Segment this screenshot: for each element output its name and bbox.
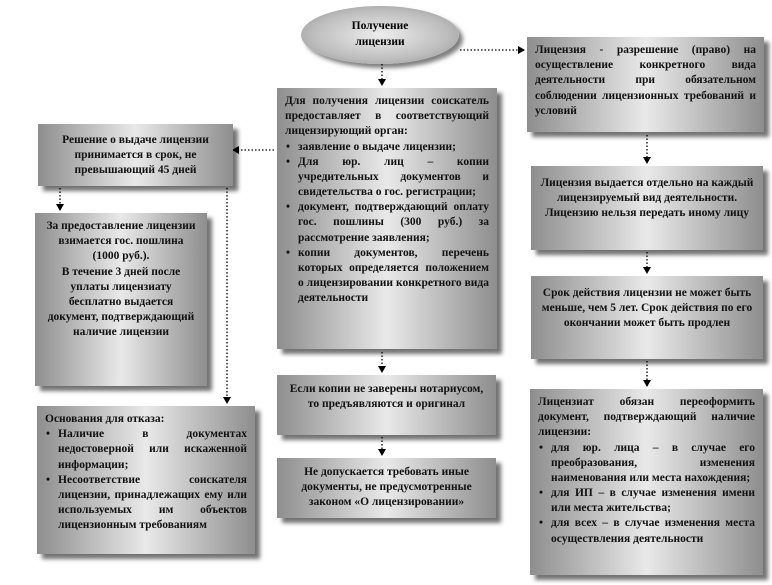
separate-text: Лицензия выдается отдельно на каждый лиц… [540, 177, 754, 220]
refusal-intro: Основания для отказа: [45, 413, 165, 425]
decision-box: Решение о выдаче лицензии принимается в … [38, 124, 233, 186]
reissue-intro: Лицензиат обязан переоформить документ, … [538, 396, 755, 439]
refusal-box: Основания для отказа: Наличие в документ… [37, 406, 255, 554]
fee-line1: За предоставление лицензии взимается гос… [46, 220, 196, 248]
definition-box: Лицензия - разрешение (право) на осущест… [527, 37, 764, 132]
application-intro: Для получения лицензии соискатель предос… [285, 95, 489, 138]
reissue-list: для юр. лица – в случае его преобразован… [538, 441, 755, 547]
list-item: Наличие в документах недостоверной или и… [45, 427, 247, 473]
title-text: Получение лицензии [351, 20, 409, 48]
list-item: для всех – в случае изменения места осущ… [538, 516, 755, 546]
title-ellipse: Получение лицензии [301, 6, 459, 64]
application-list: заявление о выдаче лицензии; Для юр. лиц… [285, 140, 489, 307]
definition-text: Лицензия - разрешение (право) на осущест… [535, 44, 756, 117]
separate-box: Лицензия выдается отдельно на каждый лиц… [531, 166, 763, 250]
reissue-box: Лицензиат обязан переоформить документ, … [530, 389, 763, 575]
fee-line2: (1000 руб.). [92, 250, 150, 263]
copies-box: Если копии не заверены нотариусом, то пр… [277, 375, 496, 435]
decision-text: Решение о выдаче лицензии принимается в … [62, 134, 209, 177]
list-item: для юр. лица – в случае его преобразован… [538, 441, 755, 487]
list-item: заявление о выдаче лицензии; [285, 140, 489, 155]
list-item: копии документов, перечень которых опред… [285, 246, 489, 307]
refusal-list: Наличие в документах недостоверной или и… [45, 427, 247, 533]
application-box: Для получения лицензии соискатель предос… [277, 88, 497, 349]
term-text: Срок действия лицензии не может быть мен… [541, 287, 753, 330]
noextra-text: Не допускается требовать иные документы,… [301, 466, 472, 509]
copies-text: Если копии не заверены нотариусом, то пр… [289, 383, 484, 411]
list-item: Для юр. лиц – копии учредительных докуме… [285, 155, 489, 201]
fee-box: За предоставление лицензии взимается гос… [35, 213, 207, 386]
list-item: Несоответствие соискателя лицензии, прин… [45, 473, 247, 534]
fee-line3: В течение 3 дней после уплаты лицензиату… [47, 265, 195, 339]
list-item: документ, подтверждающий оплату гос. пош… [285, 200, 489, 246]
noextra-box: Не допускается требовать иные документы,… [277, 458, 496, 518]
term-box: Срок действия лицензии не может быть мен… [531, 276, 763, 359]
list-item: для ИП – в случае изменения имени или ме… [538, 486, 755, 516]
